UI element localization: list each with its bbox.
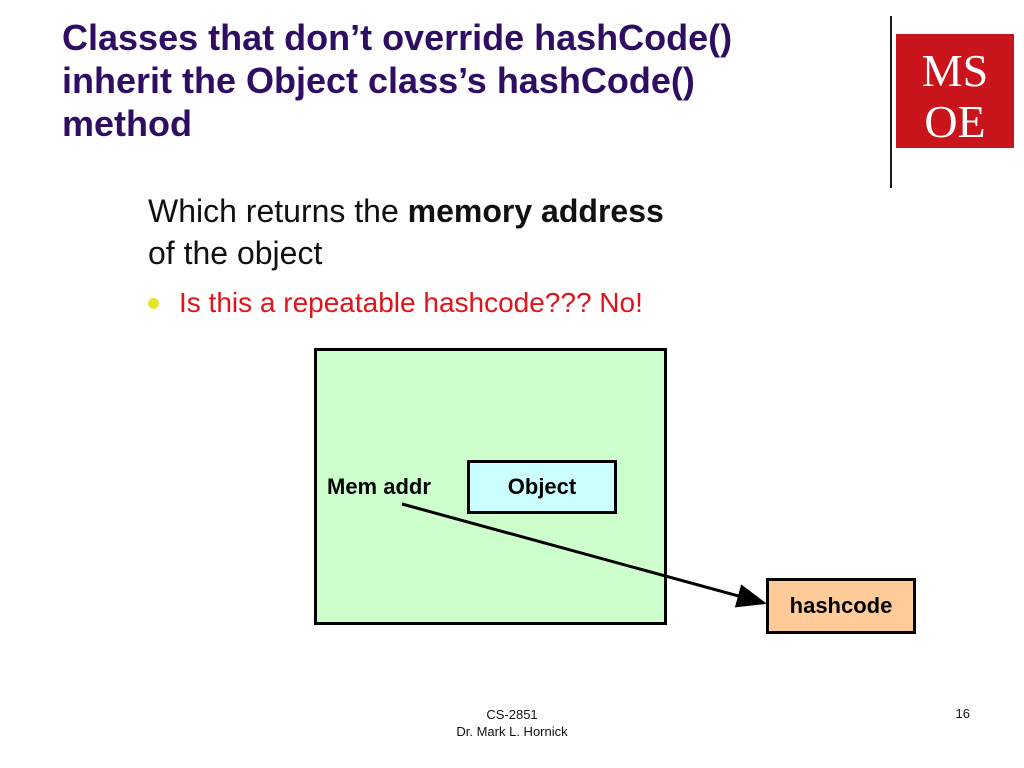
object-box: Object	[467, 460, 617, 514]
page-number: 16	[955, 706, 970, 721]
object-box-label: Object	[507, 474, 577, 499]
msoe-logo-mark: MS OE	[896, 34, 1014, 148]
hashcode-box-label: hashcode	[789, 593, 893, 618]
body-paragraph: Which returns the memory address of the …	[148, 190, 848, 274]
bullet-dot-icon	[148, 297, 159, 309]
logo-line-1: MS	[922, 45, 988, 96]
bullet-item: Is this a repeatable hashcode??? No!	[148, 283, 643, 323]
slide-title-line-1: Classes that don’t override hashCode()	[62, 17, 733, 58]
slide-title: Classes that don’t override hashCode() i…	[62, 16, 862, 145]
msoe-logo: MS OE	[896, 34, 1014, 148]
body-line-1-prefix: Which returns the	[148, 193, 408, 229]
slide-title-line-2: inherit the Object class’s hashCode()	[62, 60, 695, 101]
body-line-2: of the object	[148, 235, 323, 271]
hashcode-box: hashcode	[766, 578, 916, 634]
footer-author: Dr. Mark L. Hornick	[456, 724, 568, 739]
footer-course: CS-2851	[486, 707, 538, 722]
slide-footer: CS-2851 Dr. Mark L. Hornick	[412, 706, 612, 740]
bullet-text: Is this a repeatable hashcode??? No!	[179, 287, 643, 318]
body-line-1-emphasis: memory address	[407, 193, 664, 229]
logo-line-2: OE	[924, 96, 985, 147]
header-divider	[890, 16, 892, 188]
mem-addr-label: Mem addr	[327, 474, 431, 499]
slide-title-line-3: method	[62, 103, 192, 144]
body-line-1: Which returns the memory address	[148, 190, 848, 232]
